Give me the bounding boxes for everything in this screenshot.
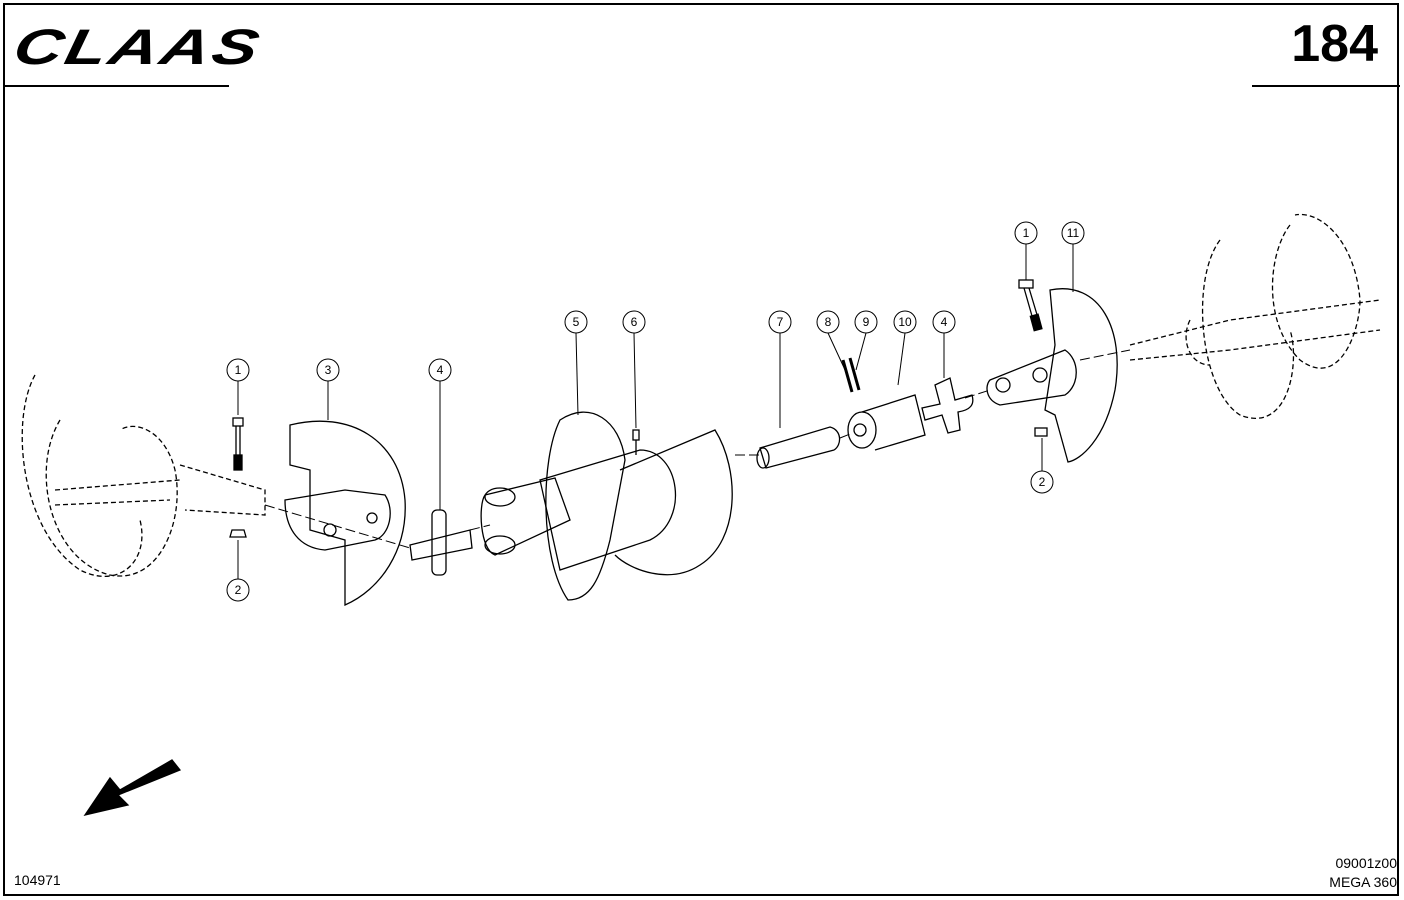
callout-3: 3: [316, 358, 340, 420]
shaft-7: [756, 426, 841, 469]
callout-circle: [854, 310, 878, 334]
callout-5: 5: [564, 310, 588, 416]
drawing-code: 09001z00: [1335, 855, 1397, 871]
callout-label: 4: [941, 315, 948, 329]
callout-4: 4: [428, 358, 452, 510]
bolt-1-right: [1018, 279, 1043, 332]
cross-joint-left: [409, 509, 473, 576]
callout-circle: [768, 310, 792, 334]
callout-label: 10: [898, 315, 912, 329]
callout-2: 2: [1030, 438, 1054, 494]
page-frame: [3, 3, 1399, 896]
nut-2-left: [229, 529, 247, 538]
callout-label: 9: [863, 315, 870, 329]
yoke-5: [480, 477, 571, 556]
grease-nipple-6: [632, 429, 640, 455]
pins-8-9: [841, 357, 861, 393]
callout-circle: [564, 310, 588, 334]
callout-label: 11: [1067, 226, 1080, 240]
leader-line: [827, 332, 847, 373]
auger-flight-5: [545, 411, 626, 601]
header-rule-left: [5, 85, 229, 87]
callout-label: 8: [825, 315, 832, 329]
callout-label: 4: [437, 363, 444, 377]
callout-label: 3: [325, 363, 332, 377]
callout-circle: [816, 310, 840, 334]
callout-label: 2: [1039, 475, 1046, 489]
callout-label: 6: [631, 315, 638, 329]
callout-2: 2: [226, 540, 250, 602]
callout-circle: [226, 358, 250, 382]
header-rule-right: [1252, 85, 1400, 87]
leader-line: [575, 332, 579, 416]
callout-circle: [1030, 470, 1054, 494]
callout-circle: [622, 310, 646, 334]
callout-11: 11: [1061, 221, 1085, 292]
leader-line: [633, 332, 637, 429]
auger-flight-11: [1044, 288, 1118, 463]
callout-circle: [428, 358, 452, 382]
callout-label: 7: [777, 315, 784, 329]
leader-line: [855, 332, 867, 371]
callout-1: 1: [1014, 221, 1038, 280]
callout-circle: [226, 578, 250, 602]
auger-flight-5b: [614, 429, 733, 576]
direction-arrow-icon: [83, 759, 182, 817]
callout-circle: [1061, 221, 1085, 245]
callout-10: 10: [893, 310, 917, 386]
callout-circle: [316, 358, 340, 382]
callout-circle: [893, 310, 917, 334]
page-number: 184: [1291, 15, 1378, 73]
callout-6: 6: [622, 310, 646, 429]
callout-7: 7: [768, 310, 792, 428]
drawing-number: 104971: [14, 872, 61, 888]
callout-4: 4: [932, 310, 956, 378]
nut-2-right: [1034, 427, 1048, 437]
yoke-left: [284, 489, 391, 551]
model-name: MEGA 360: [1329, 874, 1397, 890]
callout-label: 2: [235, 583, 242, 597]
leader-line: [897, 332, 906, 386]
auger-flight-3: [289, 420, 406, 606]
yoke-right: [986, 349, 1077, 406]
footer-codes: 09001z00 MEGA 360: [1329, 854, 1397, 892]
callout-label: 1: [235, 363, 242, 377]
coupling-10: [847, 394, 926, 451]
callout-circle: [932, 310, 956, 334]
callout-9: 9: [854, 310, 878, 371]
callout-8: 8: [816, 310, 847, 373]
right-auger-ghost: [1129, 213, 1381, 419]
auger-tube: [539, 449, 677, 571]
callout-1: 1: [226, 358, 250, 415]
callout-label: 5: [573, 315, 580, 329]
cross-joint-right: [921, 377, 974, 434]
callout-label: 1: [1023, 226, 1030, 240]
bolt-1-left: [232, 417, 244, 471]
center-axis: [264, 349, 1131, 549]
callout-circle: [1014, 221, 1038, 245]
left-auger-ghost: [21, 374, 266, 577]
